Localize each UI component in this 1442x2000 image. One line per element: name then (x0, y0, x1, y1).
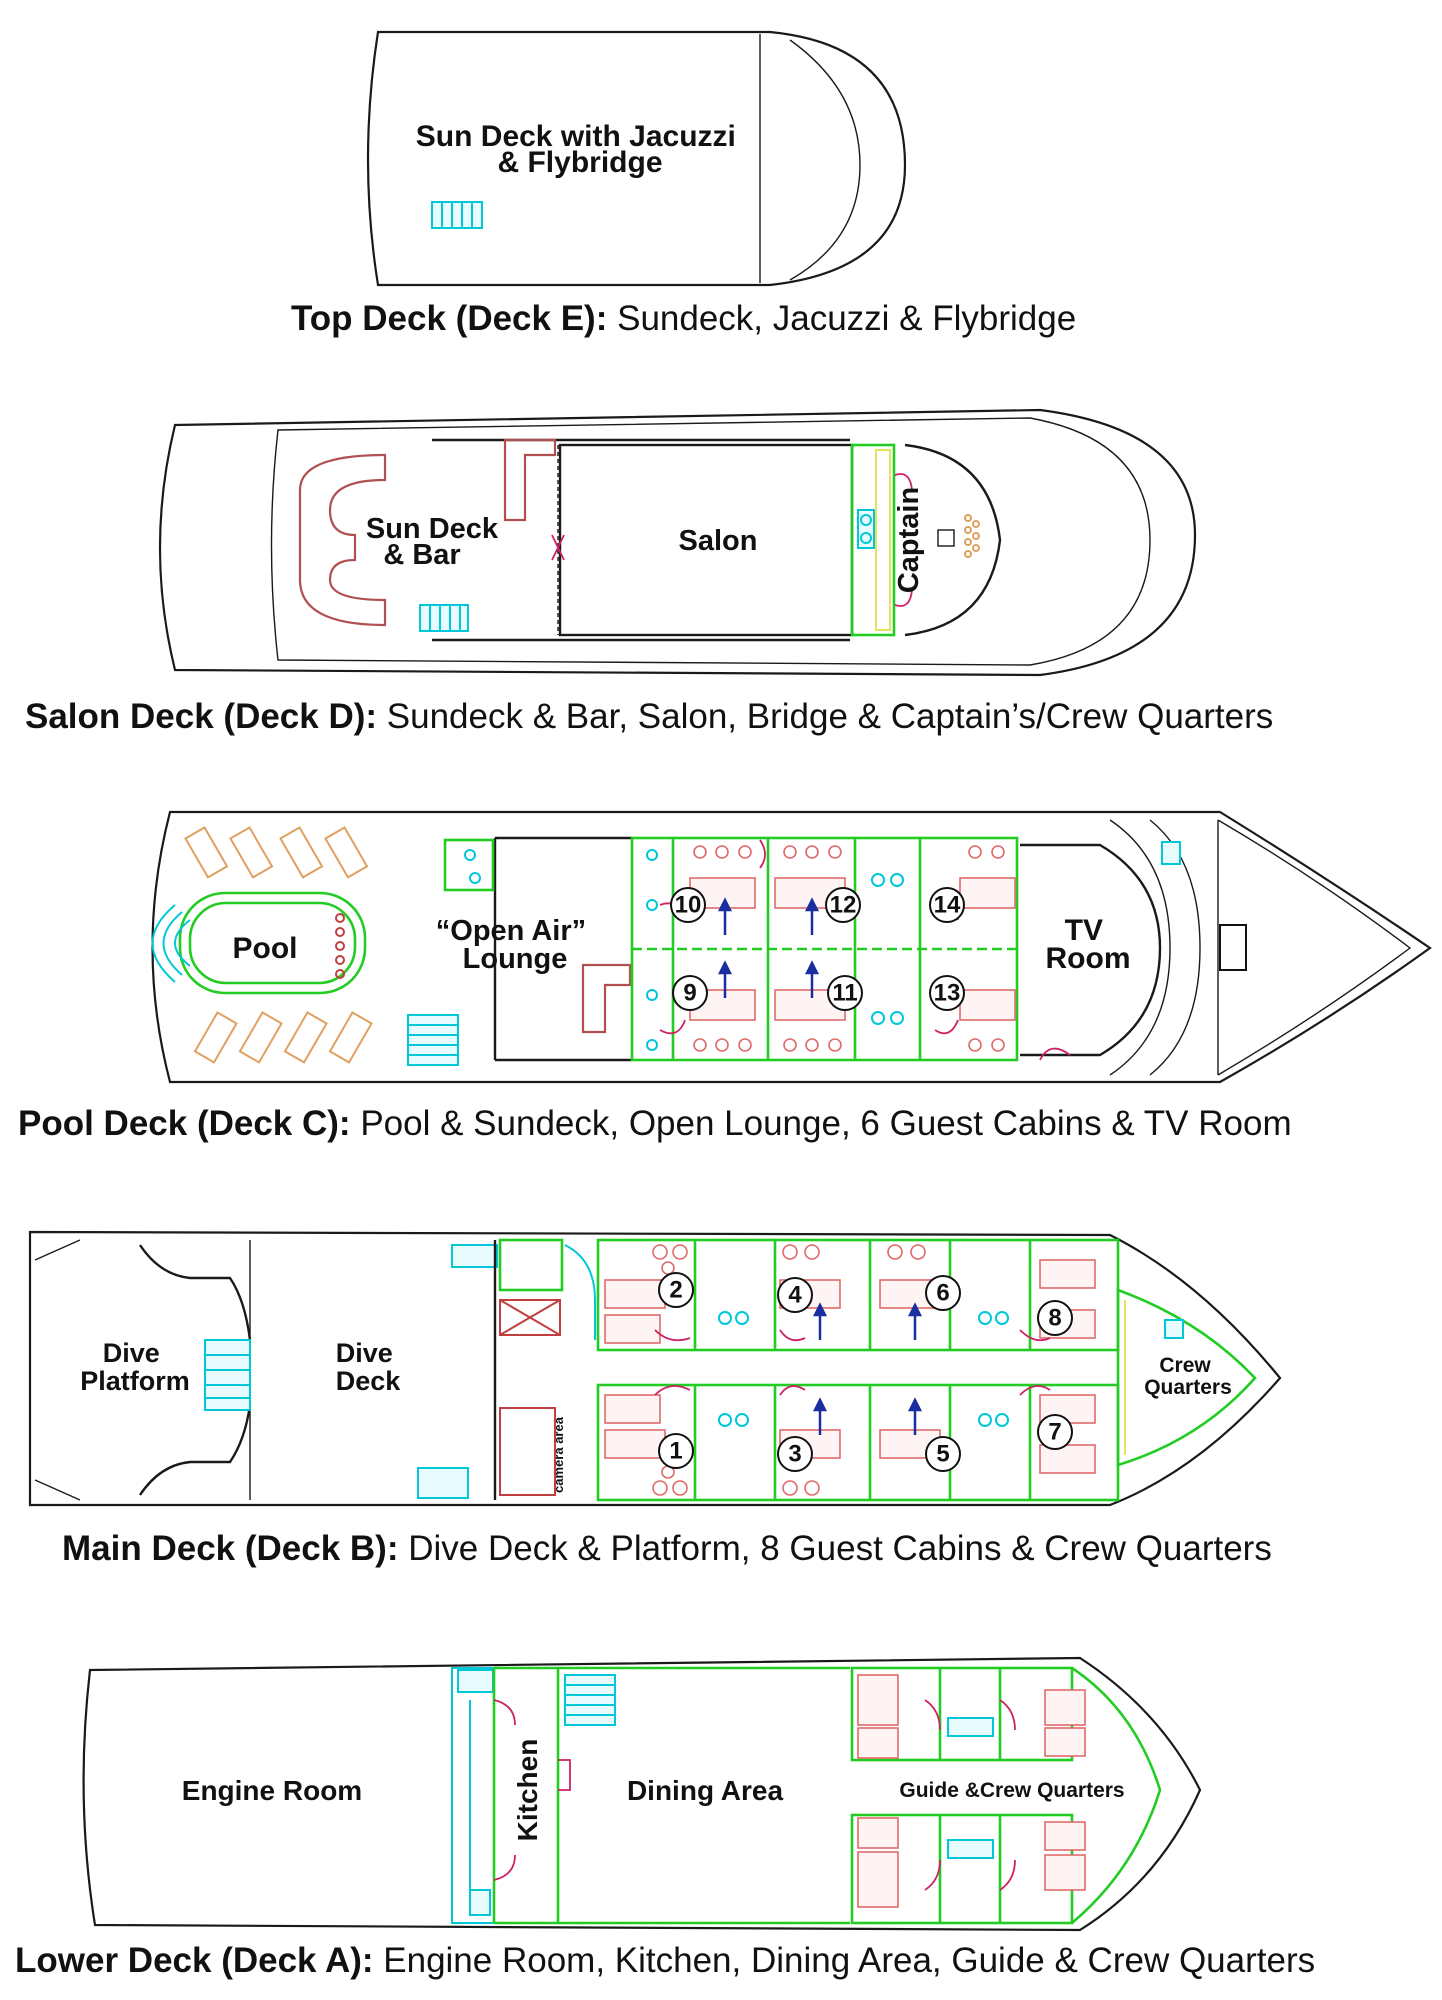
lower-deck-caption: Lower Deck (Deck A): Engine Room, Kitche… (15, 1941, 1315, 1980)
cabin-number: 5 (936, 1441, 949, 1468)
top-deck: Sun Deck with Jacuzzi & Flybridge Top De… (291, 30, 1076, 338)
tv-room-label: TV Room (1046, 914, 1131, 975)
lower-deck: Engine Room Kitchen Dining Area Guide &C… (15, 1656, 1315, 1980)
lower-deck-crew-cabins (850, 1666, 1162, 1925)
captain-label: Captain (893, 487, 925, 593)
cabin-number: 7 (1048, 1419, 1061, 1446)
helm-icon (1219, 924, 1247, 971)
cabin-number: 9 (683, 980, 696, 1007)
dive-platform-label: Dive Platform (80, 1338, 190, 1396)
cabin-number: 12 (830, 892, 857, 919)
main-deck-cabins: 2 4 6 8 1 3 5 7 (596, 1238, 1120, 1502)
top-deck-stairs (431, 201, 483, 229)
pool-label: Pool (233, 932, 298, 965)
main-deck-hull (28, 1230, 1282, 1507)
cabin-number: 8 (1048, 1305, 1061, 1332)
pool-deck: 10 12 14 9 11 13 Pool “Open Air” Lounge … (18, 810, 1432, 1143)
kitchen-label: Kitchen (512, 1739, 543, 1842)
pool-deck-loungers (184, 826, 373, 1064)
top-deck-area-label: Sun Deck with Jacuzzi & Flybridge (416, 120, 744, 179)
cabin-number: 13 (934, 980, 961, 1007)
pool-deck-stairs (407, 1014, 459, 1066)
dive-deck-label: Dive Deck (336, 1338, 402, 1396)
salon-deck-hull (158, 408, 1197, 677)
engine-room-label: Engine Room (182, 1775, 362, 1806)
cabin-number: 14 (934, 892, 961, 919)
dive-platform-ladder (204, 1339, 251, 1411)
salon-deck-sun-label: Sun Deck & Bar (366, 513, 506, 571)
cabin-number: 10 (675, 892, 702, 919)
salon-deck: Sun Deck & Bar Salon Captain Salon Deck … (25, 408, 1273, 736)
top-deck-caption: Top Deck (Deck E): Sundeck, Jacuzzi & Fl… (291, 299, 1076, 338)
pool (178, 891, 367, 995)
main-deck-caption: Main Deck (Deck B): Dive Deck & Platform… (62, 1529, 1272, 1568)
salon-deck-sofa (298, 453, 387, 627)
cabin-number: 6 (936, 1280, 949, 1307)
pool-deck-caption: Pool Deck (Deck C): Pool & Sundeck, Open… (18, 1104, 1292, 1143)
camera-area-label: camera area (551, 1416, 566, 1493)
top-deck-hull (366, 30, 907, 287)
cabin-number: 4 (788, 1282, 802, 1309)
pool-deck-cabins: 10 12 14 9 11 13 (630, 836, 1019, 1062)
lower-deck-hull (82, 1656, 1202, 1932)
cabin-number: 11 (832, 980, 857, 1007)
main-deck: 2 4 6 8 1 3 5 7 Dive Platform Dive Deck … (28, 1230, 1282, 1568)
cabin-number: 1 (669, 1438, 682, 1465)
dining-area-label: Dining Area (627, 1775, 784, 1806)
salon-deck-caption: Salon Deck (Deck D): Sundeck & Bar, Salo… (25, 697, 1273, 736)
guide-crew-quarters-label: Guide &Crew Quarters (899, 1779, 1124, 1802)
cabin-number: 3 (788, 1441, 801, 1468)
lounge-label: “Open Air” Lounge (436, 915, 594, 975)
cabin-number: 2 (669, 1277, 682, 1304)
crew-quarters-label: Crew Quarters (1144, 1354, 1232, 1399)
salon-label: Salon (679, 525, 758, 557)
